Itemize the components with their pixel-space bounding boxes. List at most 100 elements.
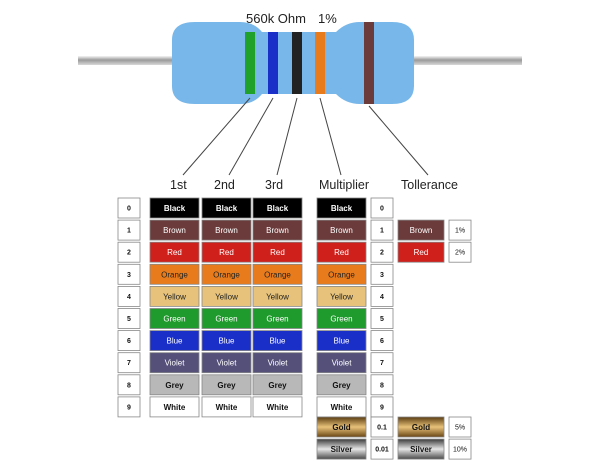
multiplier-gold-label: Gold [332,423,350,432]
header-3rd: 3rd [265,178,283,192]
color-name-3rd: Red [270,248,285,257]
color-name-multiplier: Yellow [330,292,353,301]
resistor-lead-right [404,56,522,65]
color-cell-3rd [252,330,303,352]
multiplier-value-label: 1 [380,228,384,235]
color-name-2nd: Black [216,204,238,213]
multiplier-value-cell [370,285,394,307]
color-name-2nd: Violet [217,359,238,368]
color-name-2nd: Blue [218,337,235,346]
tolerance-brown-value-cell [448,219,472,241]
color-cell-2nd [201,396,252,418]
digit-index-label: 5 [127,316,131,323]
digit-index-cell [117,352,141,374]
tolerance-red-label: Red [414,248,429,257]
digit-index-cell [117,241,141,263]
digit-index-cell [117,374,141,396]
color-name-2nd: Brown [215,226,238,235]
digit-index-label: 4 [127,294,131,301]
digit-index-cell [117,308,141,329]
digit-index-cell [117,263,141,285]
color-cell-multiplier [316,241,367,263]
color-cell-1st [149,396,200,418]
header-tolerance: Tollerance [401,178,458,192]
tolerance-gold-label: Gold [412,423,430,432]
multiplier-value-cell [370,330,394,352]
digit-index-label: 0 [127,206,131,213]
color-name-2nd: Red [219,248,234,257]
color-name-2nd: White [216,403,238,412]
multiplier-value-label: 3 [380,272,384,279]
tolerance-silver-cell [397,438,445,460]
color-name-3rd: Violet [268,359,289,368]
digit-index-label: 1 [127,228,131,235]
pointer-line-tolerance [368,105,429,176]
tolerance-gold-value-cell [448,416,472,438]
color-name-1st: Black [164,204,186,213]
color-cell-3rd [252,396,303,418]
color-name-3rd: Blue [269,337,286,346]
multiplier-silver-cell [316,438,367,460]
digit-index-label: 9 [127,404,131,411]
resistor-bands [245,22,374,104]
color-name-2nd: Grey [217,381,236,390]
resistor-band-3 [292,32,302,94]
color-cell-2nd [201,197,252,219]
color-name-1st: White [164,403,186,412]
digit-index-cell [117,330,141,352]
digit-index-label: 7 [127,360,131,367]
multiplier-value-cell [370,219,394,241]
digit-index-cell [117,219,141,241]
color-name-multiplier: Grey [332,381,351,390]
color-cell-3rd [252,219,303,241]
tolerance-gold-cell [397,416,445,438]
multiplier-value-label: 6 [380,338,384,345]
resistor-lead-left [78,56,186,65]
color-cell-3rd [252,352,303,374]
digit-index-label: 8 [127,382,131,389]
color-cell-multiplier [316,352,367,374]
color-cell-3rd [252,285,303,307]
color-cell-3rd [252,197,303,219]
resistor-band-1 [245,32,255,94]
multiplier-gold-cell [316,416,367,438]
color-name-3rd: Grey [268,381,287,390]
color-cell-2nd [201,219,252,241]
multiplier-gold-value-cell [370,416,394,438]
multiplier-value-label: 9 [380,404,384,411]
multiplier-value-cell [370,197,394,219]
color-cell-3rd [252,374,303,396]
multiplier-silver-label: Silver [331,445,353,454]
color-name-multiplier: Violet [332,359,353,368]
color-cell-1st [149,330,200,352]
color-name-multiplier: Black [331,204,353,213]
color-cell-multiplier [316,197,367,219]
multiplier-value-label: 5 [380,316,384,323]
color-cell-2nd [201,263,252,285]
digit-index-cell [117,285,141,307]
color-name-multiplier: Brown [330,226,353,235]
resistor-band-5 [364,22,374,104]
digit-index-label: 2 [127,250,131,257]
color-cell-2nd [201,308,252,329]
color-name-1st: Orange [161,270,188,279]
multiplier-silver-value: 0.01 [375,447,389,454]
pointer-line-3rd [276,97,298,176]
color-cell-multiplier [316,263,367,285]
resistor-value-label: 560k Ohm [246,11,306,26]
color-name-1st: Violet [165,359,186,368]
color-name-3rd: Yellow [266,292,289,301]
multiplier-value-cell [370,241,394,263]
color-name-1st: Blue [166,337,183,346]
color-cell-multiplier [316,308,367,329]
color-name-multiplier: Green [330,315,352,324]
color-cell-2nd [201,241,252,263]
multiplier-value-label: 7 [380,360,384,367]
color-name-2nd: Orange [213,270,240,279]
color-cell-multiplier [316,374,367,396]
color-name-3rd: White [267,403,289,412]
color-name-1st: Green [163,315,185,324]
header-2nd: 2nd [214,178,235,192]
color-cell-2nd [201,285,252,307]
